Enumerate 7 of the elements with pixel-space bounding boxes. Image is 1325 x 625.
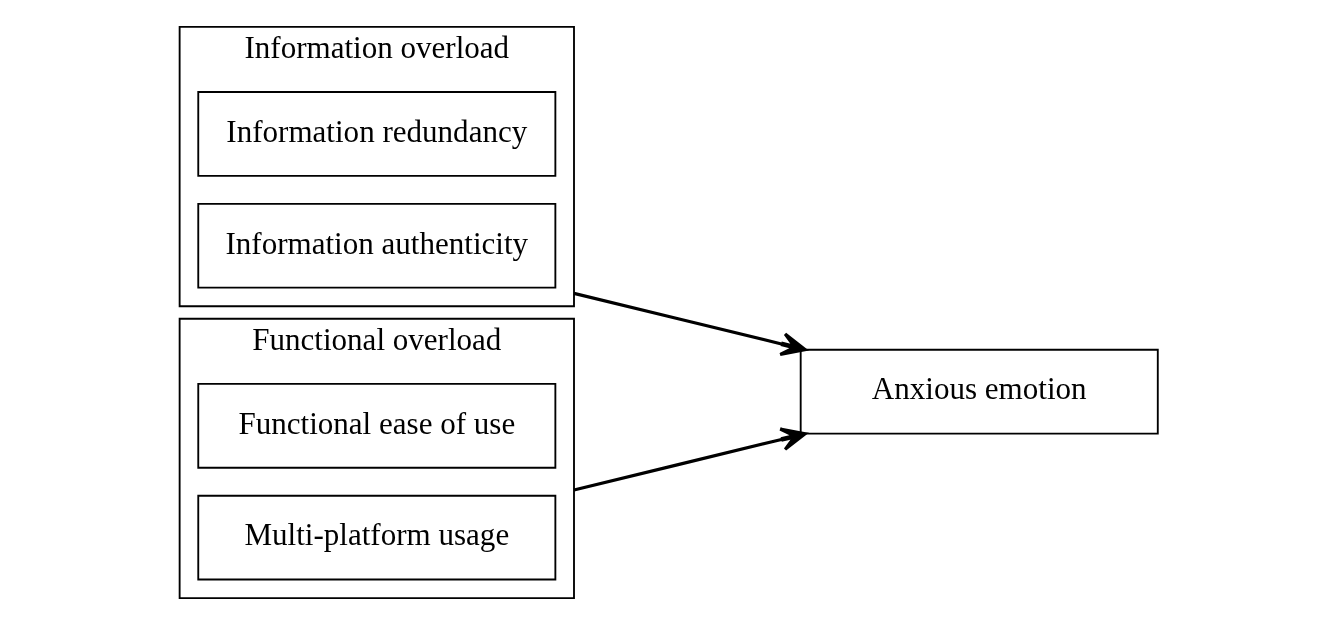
arrow [573,427,807,492]
node-box: Multi-platform usage [197,494,557,581]
node-box: Information authenticity [197,202,557,289]
node-box: Information redundancy [197,91,557,177]
node-box: Anxious emotion [799,348,1159,435]
arrow [573,291,807,356]
node-box: Functional ease of use [197,383,557,469]
